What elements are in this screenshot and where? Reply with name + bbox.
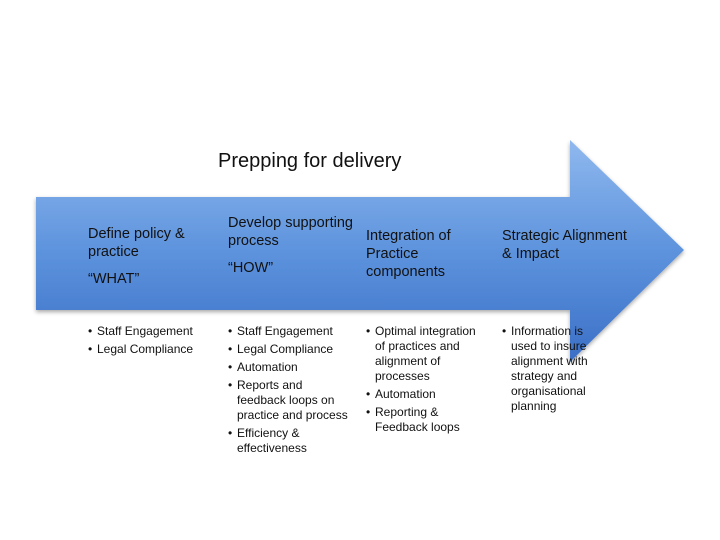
list-item: Reports and feedback loops on practice a… bbox=[228, 378, 350, 423]
stage-integration: Integration of Practice components bbox=[366, 227, 494, 281]
stage-subheading: “HOW” bbox=[228, 260, 274, 276]
list-item: Optimal integration of practices and ali… bbox=[366, 324, 476, 384]
stage-strategic-alignment: Strategic Alignment & Impact bbox=[502, 227, 630, 263]
list-item: Legal Compliance bbox=[228, 342, 350, 357]
stage-heading: Integration of Practice components bbox=[366, 228, 451, 280]
bullet-list-integration: Optimal integration of practices and ali… bbox=[366, 324, 476, 438]
list-item: Reporting & Feedback loops bbox=[366, 405, 476, 435]
list-item: Automation bbox=[366, 387, 476, 402]
diagram-title: Prepping for delivery bbox=[218, 150, 402, 172]
stage-heading: Strategic Alignment & Impact bbox=[502, 228, 627, 262]
stage-subheading: “WHAT” bbox=[88, 271, 140, 287]
list-item: Legal Compliance bbox=[88, 342, 218, 357]
stage-define-policy: Define policy & practice “WHAT” bbox=[88, 225, 218, 288]
bullet-list-develop-process: Staff Engagement Legal Compliance Automa… bbox=[228, 324, 350, 459]
list-item: Staff Engagement bbox=[228, 324, 350, 339]
stage-heading: Define policy & practice bbox=[88, 226, 185, 260]
stage-heading: Develop supporting process bbox=[228, 215, 353, 249]
arrow-shape bbox=[36, 140, 684, 362]
bullet-list-strategic-alignment: Information is used to insure alignment … bbox=[502, 324, 602, 417]
list-item: Efficiency & effectiveness bbox=[228, 426, 350, 456]
stage-develop-process: Develop supporting process “HOW” bbox=[228, 214, 356, 277]
list-item: Automation bbox=[228, 360, 350, 375]
list-item: Information is used to insure alignment … bbox=[502, 324, 602, 414]
list-item: Staff Engagement bbox=[88, 324, 218, 339]
bullet-list-define-policy: Staff Engagement Legal Compliance bbox=[88, 324, 218, 360]
